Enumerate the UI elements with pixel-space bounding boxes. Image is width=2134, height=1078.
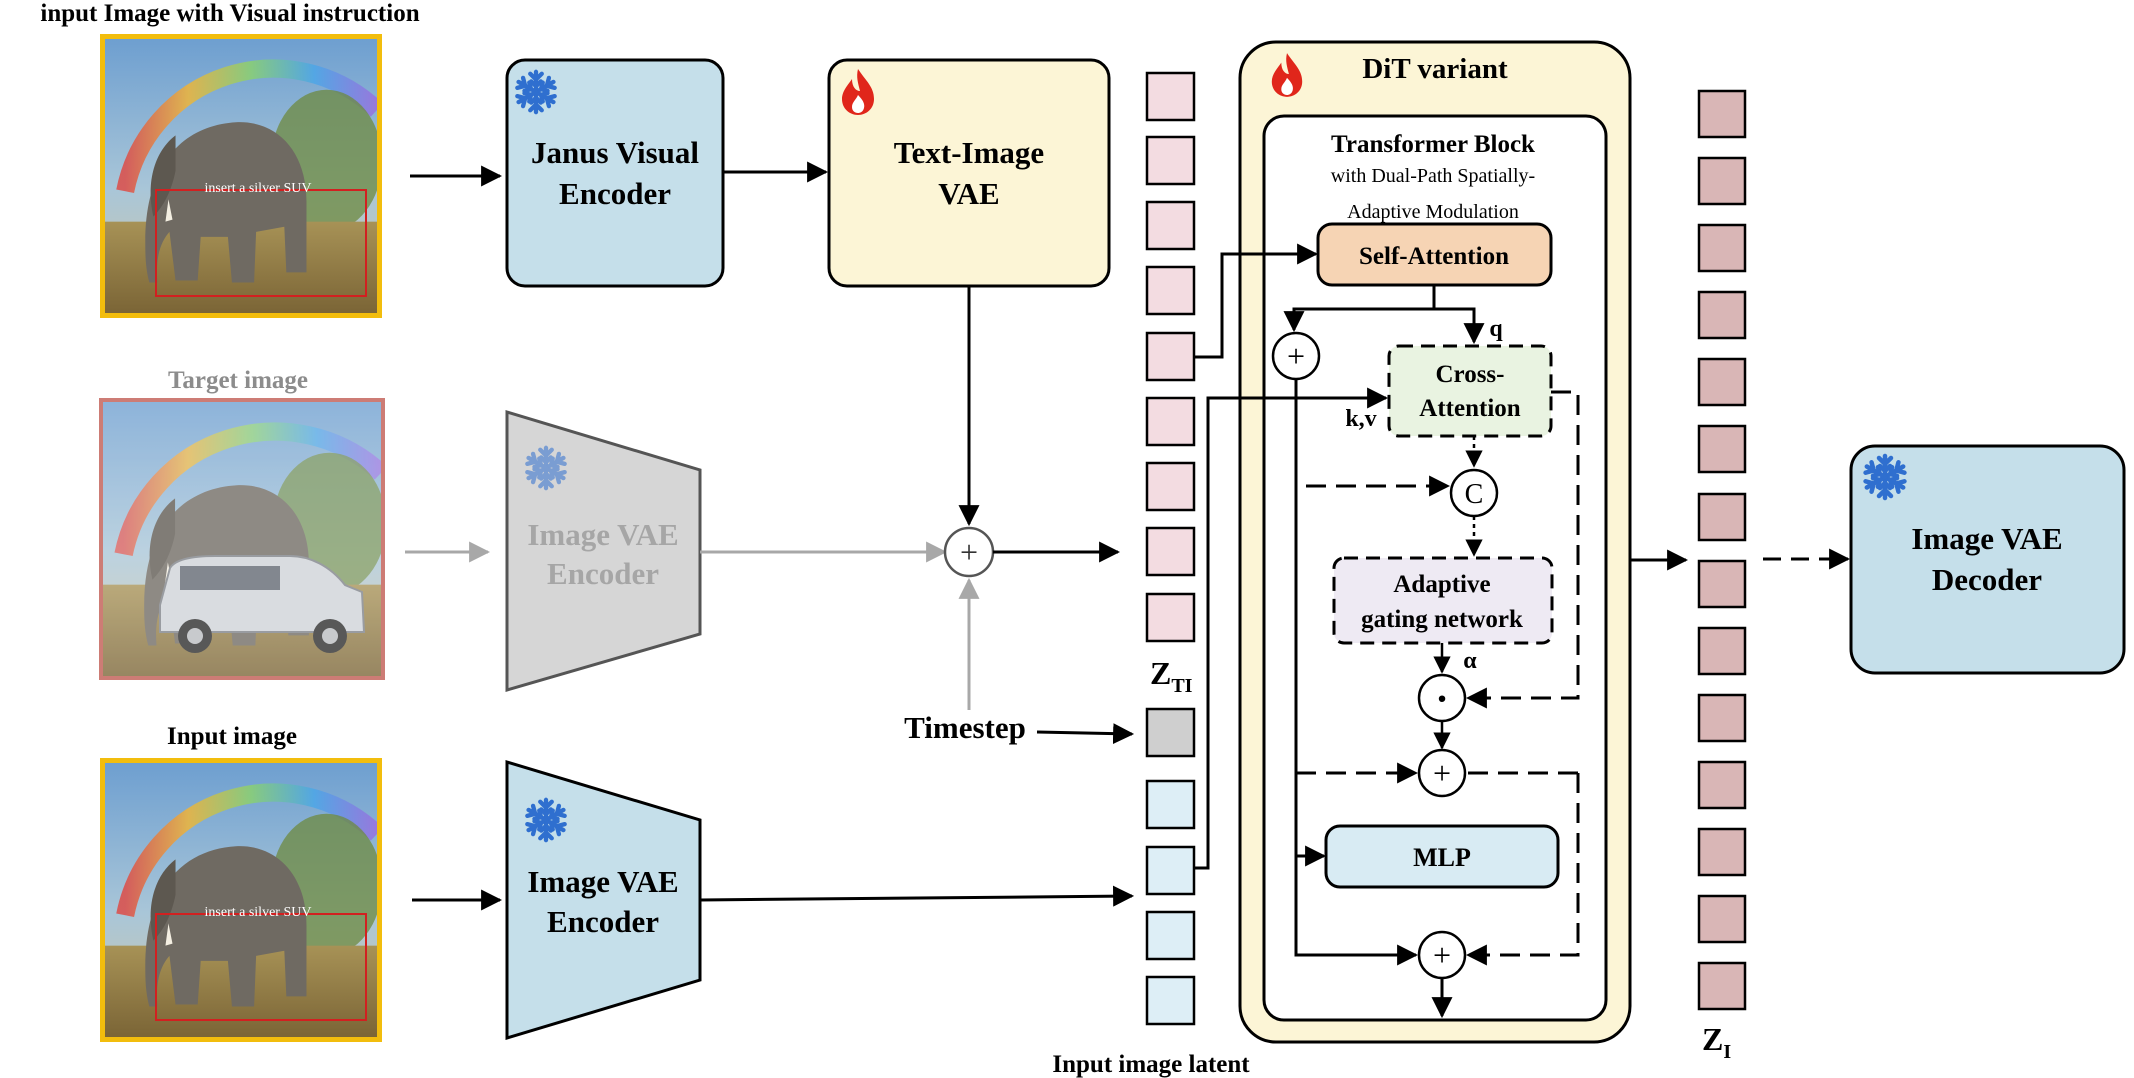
text-image-vae: Text-Image VAE (827, 58, 1111, 288)
svg-text:C: C (1465, 479, 1484, 510)
image-vae-decoder: Image VAE Decoder (1849, 444, 2126, 675)
svg-text:Encoder: Encoder (559, 176, 671, 211)
z-ti-tokens (1145, 71, 1196, 643)
residual-add-3: + (1417, 930, 1467, 980)
svg-text:Janus Visual: Janus Visual (531, 135, 699, 170)
arrow-timestep-to-token (1036, 723, 1135, 745)
svg-text:VAE: VAE (938, 176, 999, 211)
input-latent-label: Input image latent (1052, 1051, 1250, 1078)
svg-text:Adaptive: Adaptive (1393, 571, 1490, 598)
dashed-right-branch (1465, 773, 1580, 966)
svg-text:+: + (1433, 937, 1451, 973)
residual-skip-line (1294, 379, 1419, 966)
instruction-caption: insert a silver SUV (205, 181, 312, 196)
q-label: q (1489, 316, 1503, 342)
janus-visual-encoder: Janus Visual Encoder (505, 58, 725, 288)
input-visual-image: insert a silver SUV (100, 34, 382, 318)
svg-text:Image VAE: Image VAE (1911, 521, 2062, 556)
svg-text:Image VAE: Image VAE (527, 517, 678, 552)
svg-text:Text-Image: Text-Image (894, 135, 1044, 170)
svg-text:Cross-: Cross- (1436, 361, 1505, 388)
svg-text:Encoder: Encoder (547, 904, 659, 939)
svg-text:+: + (1287, 338, 1305, 374)
z-i-tokens (1697, 89, 1747, 1011)
mlp-block: MLP (1324, 824, 1560, 889)
svg-text:gating network: gating network (1361, 606, 1523, 633)
input-image: insert a silver SUV (100, 758, 382, 1042)
image-vae-encoder-input: Image VAE Encoder (505, 759, 702, 1041)
alpha-label: α (1463, 648, 1477, 674)
svg-text:Image VAE: Image VAE (527, 864, 678, 899)
svg-text:Transformer Block: Transformer Block (1331, 131, 1535, 158)
target-image-title: Target image (168, 367, 308, 394)
target-image (99, 398, 385, 680)
input-image-title: Input image (167, 723, 297, 750)
residual-add-1: + (1271, 331, 1321, 381)
adaptive-gating-network: Adaptive gating network (1332, 556, 1554, 645)
svg-text:Encoder: Encoder (547, 556, 659, 591)
timestep-label: Timestep (904, 710, 1026, 745)
arrow-encoder-to-input-latents (699, 885, 1135, 907)
instruction-caption-2: insert a silver SUV (205, 905, 312, 920)
dit-variant: DiT variant Transformer Block with Dual-… (1238, 40, 1632, 1044)
z-i-label: ZI (1702, 1021, 1731, 1063)
svg-text:DiT variant: DiT variant (1362, 53, 1508, 85)
svg-text:with Dual-Path Spatially-: with Dual-Path Spatially- (1331, 165, 1535, 187)
dashed-branch-to-multiply (1465, 390, 1580, 709)
instruction-box-2 (155, 913, 367, 1021)
timestep-token (1145, 707, 1196, 758)
svg-text:MLP: MLP (1413, 843, 1471, 872)
instruction-box (155, 189, 367, 297)
svg-text:+: + (960, 534, 978, 570)
svg-text:Attention: Attention (1419, 395, 1520, 422)
cross-attention-block: Cross- Attention (1387, 344, 1553, 438)
svg-text:Decoder: Decoder (1932, 562, 2042, 597)
residual-add-2: + (1417, 748, 1467, 798)
z-ti-label: ZTI (1150, 655, 1193, 697)
arrow-self-attention-to-cross (1432, 285, 1485, 345)
svg-text:·: · (1435, 676, 1448, 721)
kv-label: k,v (1345, 406, 1376, 432)
svg-text:Self-Attention: Self-Attention (1359, 243, 1509, 270)
sum-node: + (943, 526, 995, 578)
concat-node: C (1449, 468, 1499, 518)
arrow-self-attention-to-residual (1283, 307, 1434, 333)
gate-multiply-node: · (1417, 673, 1467, 723)
arrow-token-to-self-attention (1194, 243, 1319, 359)
suv (159, 555, 366, 653)
svg-text:Adaptive Modulation: Adaptive Modulation (1347, 201, 1519, 223)
self-attention-block: Self-Attention (1316, 222, 1553, 287)
image-vae-encoder-target: Image VAE Encoder (505, 409, 702, 692)
input-latent-tokens (1145, 779, 1196, 1026)
svg-text:+: + (1433, 755, 1451, 791)
input-visual-title: input Image with Visual instruction (40, 0, 419, 27)
